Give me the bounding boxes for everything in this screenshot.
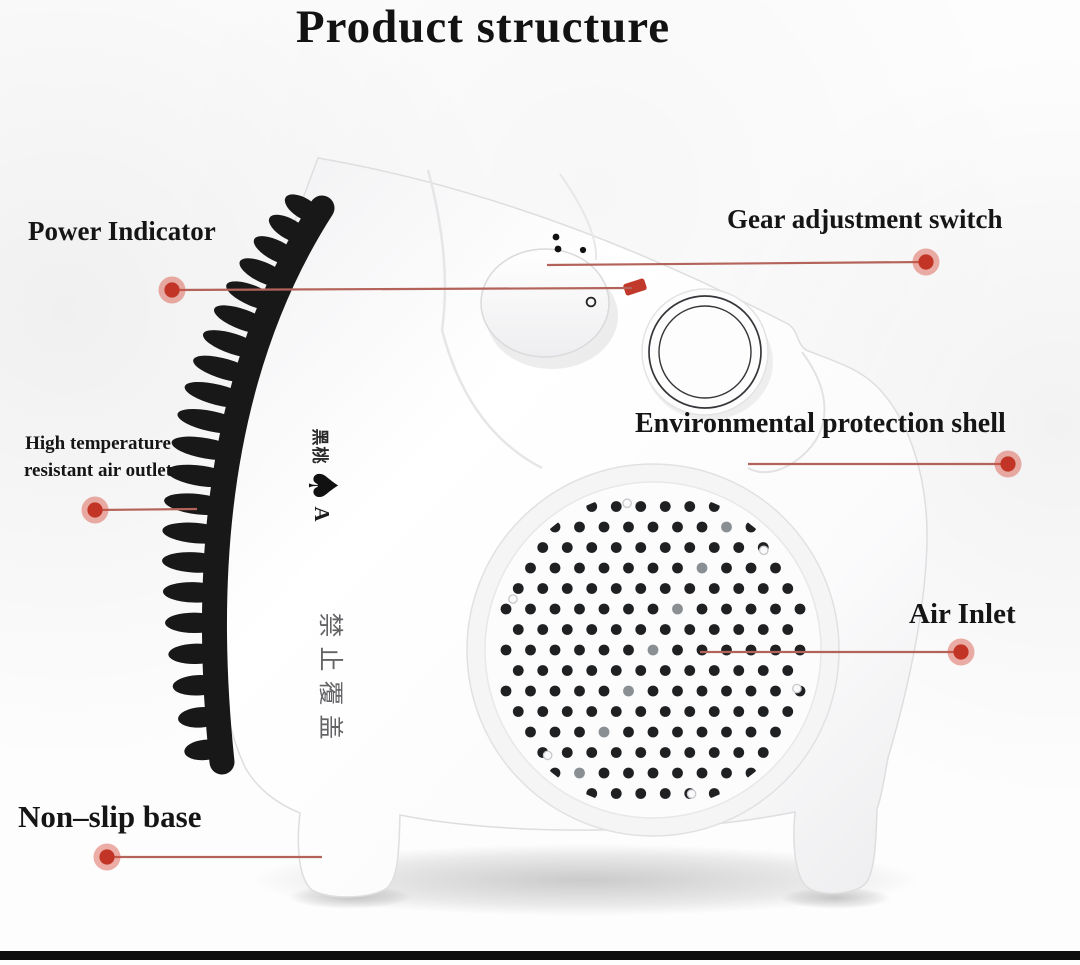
callout-dot-air-inlet <box>953 644 969 660</box>
callout-line-power-indicator <box>171 286 633 292</box>
shell-seam <box>747 351 826 474</box>
brand-logo-text: 黑桃 <box>309 428 330 465</box>
control-knob <box>480 248 610 358</box>
brand-logo-suffix: A <box>310 506 335 522</box>
label-high-temp-air-outlet: High temperature resistant air outlet <box>5 431 191 485</box>
body-shadow <box>250 844 920 916</box>
callout-dot-environmental-shell <box>1000 456 1016 472</box>
callout-dot-power-indicator <box>164 282 180 298</box>
label-environmental-shell: Environmental protection shell <box>635 408 1006 439</box>
warning-char: 禁 <box>316 612 345 638</box>
label-gear-adjustment-switch: Gear adjustment switch <box>727 204 1003 234</box>
callout-dot-gear-adjustment <box>918 254 934 270</box>
label-air-inlet: Air Inlet <box>909 598 1016 630</box>
callout-line-gear-adjustment <box>546 260 927 267</box>
brand-logo: 黑桃 ♠ A <box>296 425 348 525</box>
air-inlet-grille <box>466 463 840 837</box>
warning-char: 覆 <box>316 680 345 706</box>
body-seam-left <box>426 169 543 470</box>
grille-rim-highlights <box>508 498 802 799</box>
page-title: Product structure <box>295 1 671 53</box>
warning-char: 止 <box>316 646 345 672</box>
gear-switch-markings <box>552 233 597 308</box>
power-indicator-lamp <box>623 278 647 296</box>
air-outlet-comb <box>162 194 335 775</box>
thermostat-ring <box>641 288 773 420</box>
right-foot-shadow <box>781 887 891 909</box>
callout-dot-non-slip-base <box>99 849 115 865</box>
bottom-black-bar <box>0 951 1080 960</box>
label-high-temp-line1: High temperature <box>25 433 171 454</box>
callout-dot-high-temp-outlet <box>87 502 103 518</box>
callout-annotations <box>81 248 1022 871</box>
body-seam-top <box>559 173 598 261</box>
warning-char: 盖 <box>316 714 345 740</box>
label-high-temp-line2: resistant air outlet <box>23 459 173 481</box>
spade-icon: ♠ <box>299 467 345 504</box>
callout-line-high-temp-outlet <box>94 507 198 512</box>
label-non-slip-base: Non–slip base <box>18 799 202 834</box>
warning-text-do-not-cover: 禁止覆盖 <box>314 610 350 742</box>
label-power-indicator: Power Indicator <box>28 216 216 246</box>
